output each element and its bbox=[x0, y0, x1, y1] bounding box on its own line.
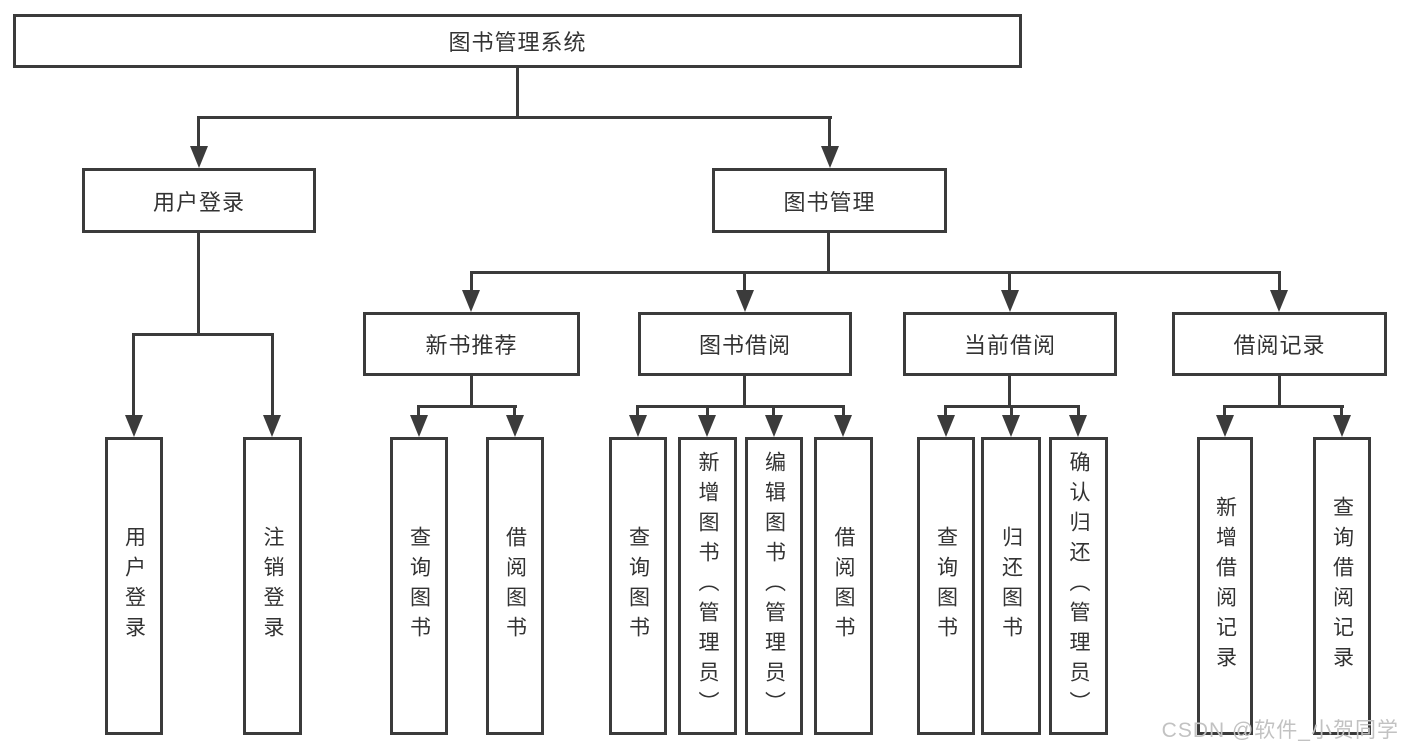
connector-drop-borrow-books bbox=[842, 407, 845, 417]
leaf-add-books-admin: 新增图书（管理员） bbox=[678, 437, 737, 735]
node-book-management: 图书管理 bbox=[712, 168, 947, 233]
arrowhead-edit-books bbox=[765, 415, 783, 437]
node-book-management-label: 图书管理 bbox=[783, 189, 876, 215]
arrowhead-book-borrowing bbox=[736, 290, 754, 312]
arrowhead-return-books bbox=[1002, 415, 1020, 437]
leaf-add-books-admin-label: 新增图书（管理员） bbox=[696, 451, 719, 721]
node-borrow-records-label: 借阅记录 bbox=[1233, 333, 1326, 358]
connector-records-stem bbox=[1278, 376, 1281, 407]
connector-bookmgmt-rail bbox=[470, 271, 1281, 274]
connector-root-stem bbox=[516, 68, 519, 118]
connector-drop-current-borrowing bbox=[1008, 273, 1011, 293]
arrowhead-user-login bbox=[190, 146, 208, 168]
connector-recommend-rail bbox=[417, 405, 517, 408]
leaf-confirm-return-admin-label: 确认归还（管理员） bbox=[1067, 451, 1090, 721]
connector-drop-borrow-recommend bbox=[513, 407, 516, 417]
arrowhead-query-current bbox=[937, 415, 955, 437]
node-new-book-recommend-label: 新书推荐 bbox=[425, 333, 518, 358]
leaf-return-books: 归还图书 bbox=[981, 437, 1041, 735]
leaf-query-books-current: 查询图书 bbox=[917, 437, 975, 735]
connector-drop-query-record bbox=[1340, 407, 1343, 417]
connector-current-stem bbox=[1008, 376, 1011, 407]
leaf-add-borrow-record: 新增借阅记录 bbox=[1197, 437, 1253, 735]
leaf-return-books-label: 归还图书 bbox=[999, 526, 1023, 646]
arrowhead-leaf-user-login bbox=[125, 415, 143, 437]
arrowhead-book-management bbox=[821, 146, 839, 168]
node-new-book-recommend: 新书推荐 bbox=[363, 312, 580, 376]
connector-drop-book-borrowing bbox=[743, 273, 746, 293]
connector-userlogin-stem bbox=[197, 233, 200, 335]
connector-drop-add-record bbox=[1223, 407, 1226, 417]
node-current-borrowing: 当前借阅 bbox=[903, 312, 1117, 376]
arrowhead-new-book-recommend bbox=[462, 290, 480, 312]
arrowhead-query-record bbox=[1333, 415, 1351, 437]
arrowhead-add-record bbox=[1216, 415, 1234, 437]
connector-root-rail bbox=[197, 116, 832, 119]
leaf-logout: 注销登录 bbox=[243, 437, 302, 735]
arrowhead-query-borrowing bbox=[629, 415, 647, 437]
leaf-query-books-recommend: 查询图书 bbox=[390, 437, 448, 735]
connector-drop-edit-books bbox=[772, 407, 775, 417]
arrowhead-leaf-logout bbox=[263, 415, 281, 437]
arrowhead-current-borrowing bbox=[1001, 290, 1019, 312]
leaf-borrow-books: 借阅图书 bbox=[814, 437, 873, 735]
leaf-logout-label: 注销登录 bbox=[261, 526, 284, 646]
node-current-borrowing-label: 当前借阅 bbox=[963, 333, 1056, 358]
node-root: 图书管理系统 bbox=[13, 14, 1022, 68]
connector-recommend-stem bbox=[470, 376, 473, 407]
node-book-borrowing-label: 图书借阅 bbox=[698, 333, 791, 358]
connector-drop-book-management bbox=[828, 118, 831, 150]
arrowhead-borrow-records bbox=[1270, 290, 1288, 312]
connector-drop-query-recommend bbox=[417, 407, 420, 417]
leaf-borrow-books-recommend-label: 借阅图书 bbox=[503, 526, 527, 646]
leaf-query-books-current-label: 查询图书 bbox=[934, 526, 958, 646]
arrowhead-add-books bbox=[698, 415, 716, 437]
arrowhead-query-recommend bbox=[410, 415, 428, 437]
connector-drop-query-current bbox=[944, 407, 947, 417]
arrowhead-confirm-return bbox=[1069, 415, 1087, 437]
connector-drop-return-books bbox=[1010, 407, 1013, 417]
node-borrow-records: 借阅记录 bbox=[1172, 312, 1387, 376]
connector-drop-leaf-user-login bbox=[132, 335, 135, 417]
arrowhead-borrow-books bbox=[834, 415, 852, 437]
connector-drop-confirm-return bbox=[1077, 407, 1080, 417]
leaf-edit-books-admin-label: 编辑图书（管理员） bbox=[762, 451, 786, 721]
connector-drop-query-borrowing bbox=[636, 407, 639, 417]
leaf-user-login: 用户登录 bbox=[105, 437, 163, 735]
connector-borrowing-stem bbox=[743, 376, 746, 407]
connector-drop-leaf-logout bbox=[271, 335, 274, 417]
connector-borrowing-rail bbox=[636, 405, 845, 408]
connector-userlogin-rail bbox=[132, 333, 274, 336]
node-user-login-label: 用户登录 bbox=[152, 189, 245, 215]
leaf-query-books-borrowing-label: 查询图书 bbox=[626, 526, 650, 646]
connector-drop-new-book-recommend bbox=[470, 273, 473, 293]
leaf-edit-books-admin: 编辑图书（管理员） bbox=[745, 437, 803, 735]
connector-drop-borrow-records bbox=[1278, 273, 1281, 293]
connector-records-rail bbox=[1223, 405, 1344, 408]
leaf-add-borrow-record-label: 新增借阅记录 bbox=[1213, 496, 1237, 676]
leaf-query-borrow-record-label: 查询借阅记录 bbox=[1330, 496, 1354, 676]
connector-current-rail bbox=[944, 405, 1080, 408]
connector-drop-user-login bbox=[197, 118, 200, 150]
leaf-borrow-books-label: 借阅图书 bbox=[832, 526, 855, 646]
leaf-query-borrow-record: 查询借阅记录 bbox=[1313, 437, 1371, 735]
node-user-login: 用户登录 bbox=[82, 168, 316, 233]
leaf-confirm-return-admin: 确认归还（管理员） bbox=[1049, 437, 1108, 735]
leaf-borrow-books-recommend: 借阅图书 bbox=[486, 437, 544, 735]
arrowhead-borrow-recommend bbox=[506, 415, 524, 437]
node-root-label: 图书管理系统 bbox=[448, 30, 587, 55]
connector-bookmgmt-stem bbox=[827, 233, 830, 273]
leaf-user-login-label: 用户登录 bbox=[122, 526, 146, 646]
leaf-query-books-recommend-label: 查询图书 bbox=[407, 526, 431, 646]
connector-drop-add-books bbox=[706, 407, 709, 417]
csdn-watermark: CSDN @软件_小贺同学 bbox=[1161, 719, 1399, 742]
leaf-query-books-borrowing: 查询图书 bbox=[609, 437, 667, 735]
node-book-borrowing: 图书借阅 bbox=[638, 312, 852, 376]
